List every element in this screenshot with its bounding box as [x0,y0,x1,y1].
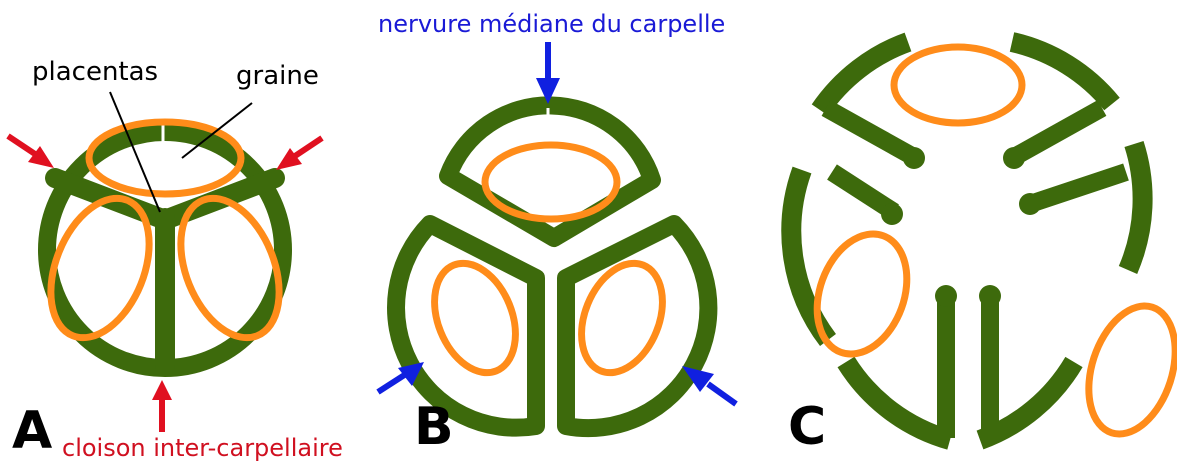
panel-c-valve-bottom-left [846,362,950,440]
blue-arrow-top [536,42,560,104]
panel-c-valve-right [1128,144,1143,270]
panel-b-seed-top [485,145,617,219]
panel-a-capsule [32,92,298,368]
panel-c-valve-top-right [1012,42,1112,104]
panel-c-letter: C [788,397,826,457]
panel-c-seed-top [894,47,1022,123]
panel-b-left-suture [424,344,436,352]
panel-b-right-suture [664,344,676,352]
panel-a-letter: A [12,401,52,461]
nervure-label: nervure médiane du carpelle [378,10,725,38]
panel-b-capsule [396,105,708,428]
panel-b-letter: B [414,397,454,457]
graine-label: graine [236,61,319,91]
placentas-label: placentas [32,57,158,87]
panel-c-seed-right [1074,295,1177,445]
red-arrow-right [276,138,322,170]
panel-c-valve-left [791,170,828,340]
panel-b-right-locule [566,224,708,428]
red-arrow-left [8,136,54,168]
red-arrow-bottom [152,380,172,432]
cloison-label: cloison inter-carpellaire [62,434,343,462]
